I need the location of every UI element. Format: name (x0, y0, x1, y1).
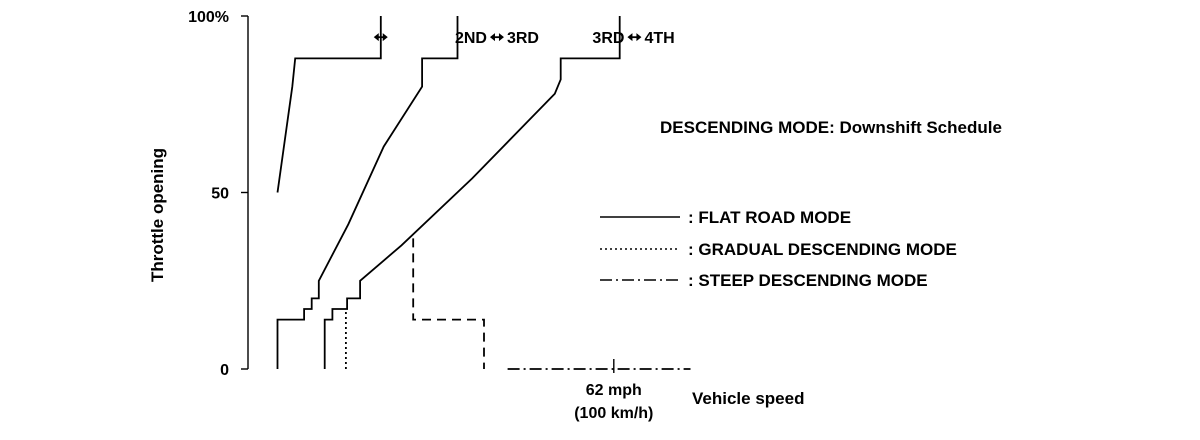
series-lines (276, 16, 691, 370)
legend-label-dotted: : GRADUAL DESCENDING MODE (688, 240, 957, 259)
series-line-dashed-4 (412, 238, 485, 369)
y-tick-label-1: 50 (211, 186, 229, 203)
shift-arrow-right-1 (498, 33, 504, 42)
x-axis-label: Vehicle speed (692, 389, 804, 408)
shift-label-1: 2ND 3RD (455, 30, 539, 47)
shift-to-2: 4TH (644, 30, 674, 47)
shift-arrow-left-2 (627, 33, 633, 42)
chart-title: DESCENDING MODE: Downshift Schedule (660, 118, 1002, 137)
series-line-solid-1 (323, 16, 621, 369)
shift-arrow-right-2 (636, 33, 642, 42)
shift-from-2: 3RD (592, 30, 624, 47)
legend-label-dashdot: : STEEP DESCENDING MODE (688, 271, 928, 290)
axes: 0 50 100% 62 mph (100 km/h) (188, 9, 653, 422)
shift-labels: 2ND 3RD 3RD 4TH (373, 30, 675, 47)
y-tick-label-2: 100% (188, 9, 229, 26)
shift-arrow-right-0 (382, 33, 388, 42)
shift-from-1: 2ND (455, 30, 487, 47)
legend: : FLAT ROAD MODE : GRADUAL DESCENDING MOD… (600, 208, 957, 290)
shift-label-2: 3RD 4TH (592, 30, 674, 47)
shift-label-0 (373, 33, 388, 42)
shift-arrow-left-1 (489, 33, 495, 42)
shift-to-1: 3RD (507, 30, 539, 47)
legend-label-solid: : FLAT ROAD MODE (688, 208, 851, 227)
y-tick-label-0: 0 (220, 362, 229, 379)
y-axis-label: Throttle opening (148, 148, 167, 282)
series-line-solid-2 (276, 16, 382, 193)
x-tick-label-0: 62 mph (586, 382, 642, 399)
series-line-solid-0 (276, 16, 459, 369)
x-tick-sublabel-0: (100 km/h) (574, 405, 653, 422)
shift-arrow-left-0 (373, 33, 379, 42)
